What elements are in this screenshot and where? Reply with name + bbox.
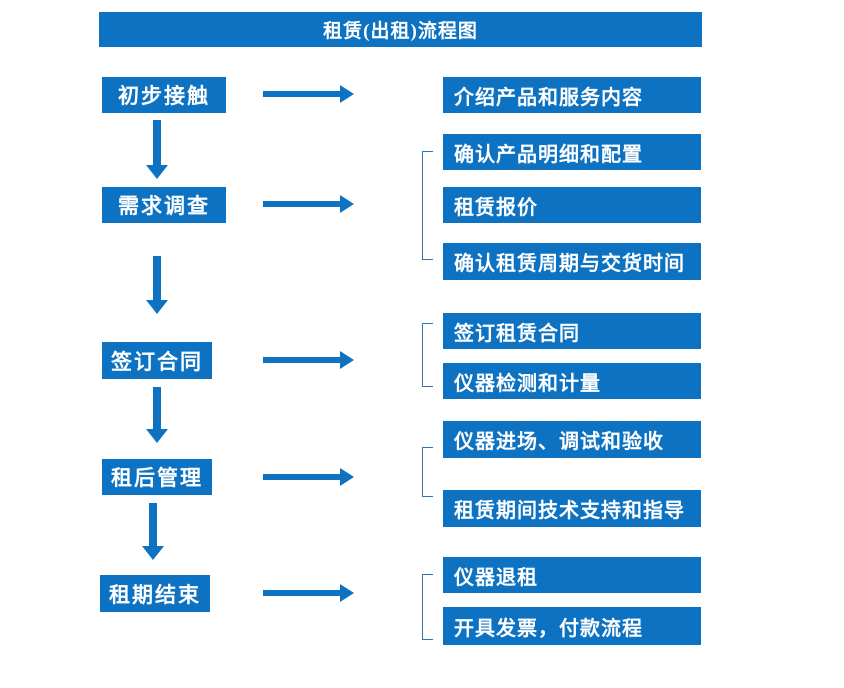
stage-box-initial-contact: 初步接触 [102,77,226,113]
arrow-head [146,165,168,179]
detail-box-instrument-testing: 仪器检测和计量 [443,363,701,399]
group-bracket-contract [422,323,433,387]
stage-box-requirements-survey: 需求调查 [102,187,226,223]
right-arrow-connector-2 [263,195,354,213]
right-arrow-connector-5 [263,584,354,602]
detail-box-rental-quote: 租赁报价 [443,187,701,223]
stage-box-sign-contract: 签订合同 [102,342,212,379]
group-bracket-management [422,447,433,497]
arrow-shaft [153,256,161,300]
arrow-shaft [263,590,341,596]
arrow-shaft [263,474,341,480]
detail-box-introduce-products: 介绍产品和服务内容 [443,77,701,113]
detail-box-confirm-product-config: 确认产品明细和配置 [443,134,701,170]
detail-box-instrument-setup-acceptance: 仪器进场、调试和验收 [443,421,701,458]
arrow-head [340,584,354,602]
group-bracket-requirements [422,151,433,260]
down-arrow-connector-4 [142,503,164,560]
down-arrow-connector-3 [146,387,168,443]
right-arrow-connector-3 [263,351,354,369]
page-title: 租赁(出租)流程图 [323,21,478,42]
arrow-shaft [149,503,157,546]
arrow-head [340,195,354,213]
detail-box-technical-support: 租赁期间技术支持和指导 [443,490,701,527]
arrow-shaft [153,387,161,429]
arrow-shaft [153,120,161,165]
arrow-head [142,546,164,560]
detail-box-confirm-period-delivery: 确认租赁周期与交货时间 [443,243,701,280]
detail-box-sign-rental-contract: 签订租赁合同 [443,313,701,349]
detail-box-invoice-payment: 开具发票，付款流程 [443,607,701,645]
arrow-head [340,351,354,369]
right-arrow-connector-1 [263,85,354,103]
arrow-head [340,85,354,103]
arrow-head [340,468,354,486]
stage-box-post-rental-management: 租后管理 [102,459,212,495]
group-bracket-rental-end [422,574,433,640]
detail-box-instrument-return: 仪器退租 [443,557,701,593]
right-arrow-connector-4 [263,468,354,486]
stage-box-rental-end: 租期结束 [100,575,210,612]
title-bar: 租赁(出租)流程图 [99,12,702,47]
arrow-shaft [263,91,341,97]
arrow-head [146,300,168,314]
down-arrow-connector-1 [146,120,168,179]
arrow-shaft [263,357,341,363]
down-arrow-connector-2 [146,256,168,314]
arrow-head [146,429,168,443]
arrow-shaft [263,201,341,207]
